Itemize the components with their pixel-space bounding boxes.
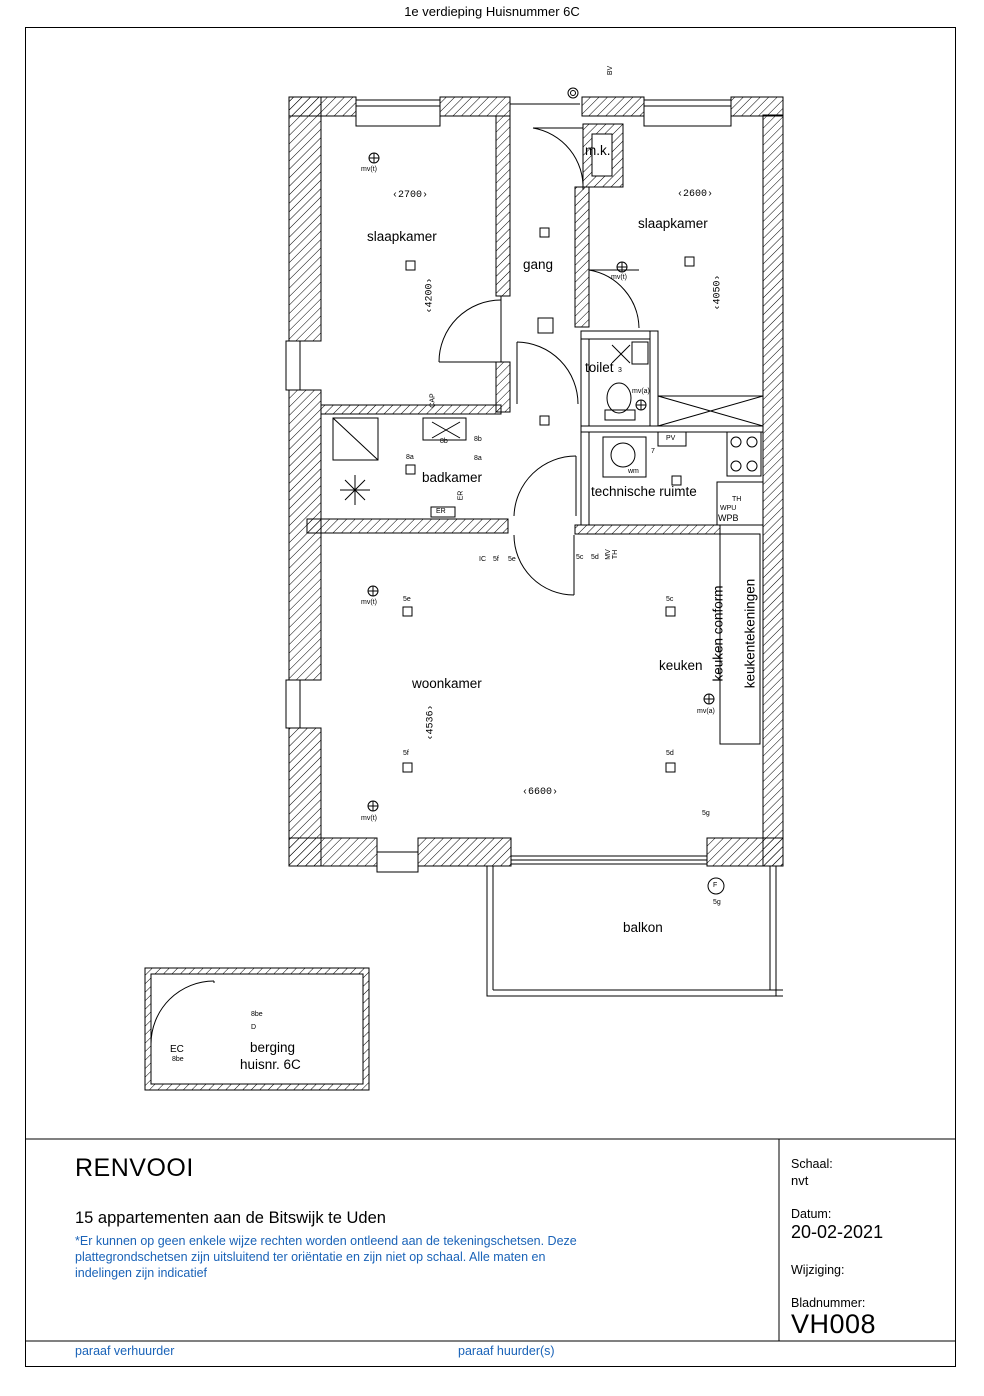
label-ic: IC: [479, 556, 486, 563]
disclaimer-text: *Er kunnen op geen enkele wijze rechten …: [75, 1234, 577, 1280]
datum-value: 20-02-2021: [791, 1222, 884, 1242]
label-mvt-1: mv(t): [361, 166, 377, 173]
berging-plan: [144, 967, 370, 1091]
room-balkon: balkon: [623, 920, 663, 935]
label-mvt-3: mv(t): [361, 599, 377, 606]
outer-walls: [288, 96, 784, 867]
label-5g-2: 5g: [713, 899, 721, 906]
room-mk: m.k.: [585, 143, 611, 158]
dimension-4200: ‹4200›: [424, 277, 436, 314]
dimension-2600: ‹2600›: [677, 189, 714, 200]
label-5f-1: 5f: [493, 556, 499, 563]
label-bv: BV: [607, 65, 615, 76]
label-5d-1: 5d: [591, 554, 599, 561]
label-5e-2: 5e: [403, 596, 411, 603]
interior-walls: [306, 115, 764, 745]
label-mva-2: mv(a): [632, 388, 650, 395]
keukentekeningen-label: keukentekeningen: [742, 578, 758, 689]
datum-label: Datum:: [791, 1207, 832, 1221]
label-7: 7: [651, 448, 655, 455]
wijziging-label: Wijziging:: [791, 1263, 845, 1277]
label-8b-1: 8b: [474, 436, 482, 443]
label-8be-2: 8be: [172, 1056, 184, 1063]
label-5d-2: 5d: [666, 750, 674, 757]
schaal-label: Schaal:: [791, 1157, 833, 1171]
room-technische-ruimte: technische ruimte: [591, 484, 697, 499]
label-5c-1: 5c: [576, 554, 584, 561]
legend-title: RENVOOI: [75, 1154, 194, 1182]
label-5g-1: 5g: [702, 810, 710, 817]
label-wpb: WPB: [718, 513, 739, 523]
project-name: 15 appartementen aan de Bitswijk te Uden: [75, 1209, 386, 1227]
windows: [285, 99, 732, 873]
page-title: 1e verdieping Huisnummer 6C: [404, 4, 580, 19]
label-er-2: ER: [457, 490, 465, 501]
label-er-1: ER: [436, 508, 446, 515]
label-8b-2: 8b: [440, 438, 448, 445]
dimension-4050: ‹4050›: [712, 274, 724, 311]
label-mva-1: mv(a): [697, 708, 715, 715]
drawing-frame: [25, 27, 956, 1367]
label-3: 3: [618, 367, 622, 374]
label-cap: CAP: [429, 393, 437, 408]
room-toilet: toilet: [585, 360, 614, 375]
room-berging: berging: [250, 1040, 296, 1055]
room-badkamer: badkamer: [422, 470, 483, 485]
room-slaapkamer-right: slaapkamer: [638, 216, 708, 231]
room-keuken: keuken: [659, 658, 703, 673]
paraaf-huurder: paraaf huurder(s): [458, 1344, 555, 1358]
dimension-6600: ‹6600›: [522, 787, 559, 798]
label-8a-2: 8a: [474, 455, 482, 462]
room-berging-huisnr: huisnr. 6C: [240, 1057, 301, 1072]
label-th-1: TH: [732, 496, 742, 503]
label-5c-2: 5c: [666, 596, 674, 603]
fixtures: [332, 341, 764, 526]
electrical-symbols: [247, 87, 725, 1036]
label-wm: wm: [628, 468, 639, 475]
room-woonkamer: woonkamer: [412, 676, 482, 691]
label-ec: EC: [170, 1044, 184, 1055]
room-gang: gang: [523, 257, 554, 272]
label-mv: MV: [604, 549, 612, 560]
dimension-2700: ‹2700›: [392, 190, 429, 201]
label-5f-2: 5f: [403, 750, 409, 757]
label-d: D: [251, 1024, 257, 1031]
label-5e-1: 5e: [508, 556, 516, 563]
keuken-conform-label: keuken conform: [710, 585, 726, 682]
label-mvt-4: mv(t): [361, 815, 377, 822]
label-8a-1: 8a: [406, 454, 414, 461]
doors: [438, 103, 783, 997]
schaal-value: nvt: [791, 1173, 809, 1188]
label-wpu: WPU: [720, 505, 737, 512]
paraaf-verhuurder: paraaf verhuurder: [75, 1344, 175, 1358]
label-th-2: TH: [612, 549, 620, 560]
bladnummer-label: Bladnummer:: [791, 1296, 866, 1310]
dimension-4536: ‹4536›: [425, 704, 437, 741]
label-mvt-2: mv(t): [611, 274, 627, 281]
label-pv: PV: [666, 435, 676, 442]
bladnummer-value: VH008: [791, 1309, 877, 1339]
label-8be-1: 8be: [251, 1011, 263, 1018]
room-slaapkamer-left: slaapkamer: [367, 229, 437, 244]
label-f: F: [713, 882, 718, 889]
